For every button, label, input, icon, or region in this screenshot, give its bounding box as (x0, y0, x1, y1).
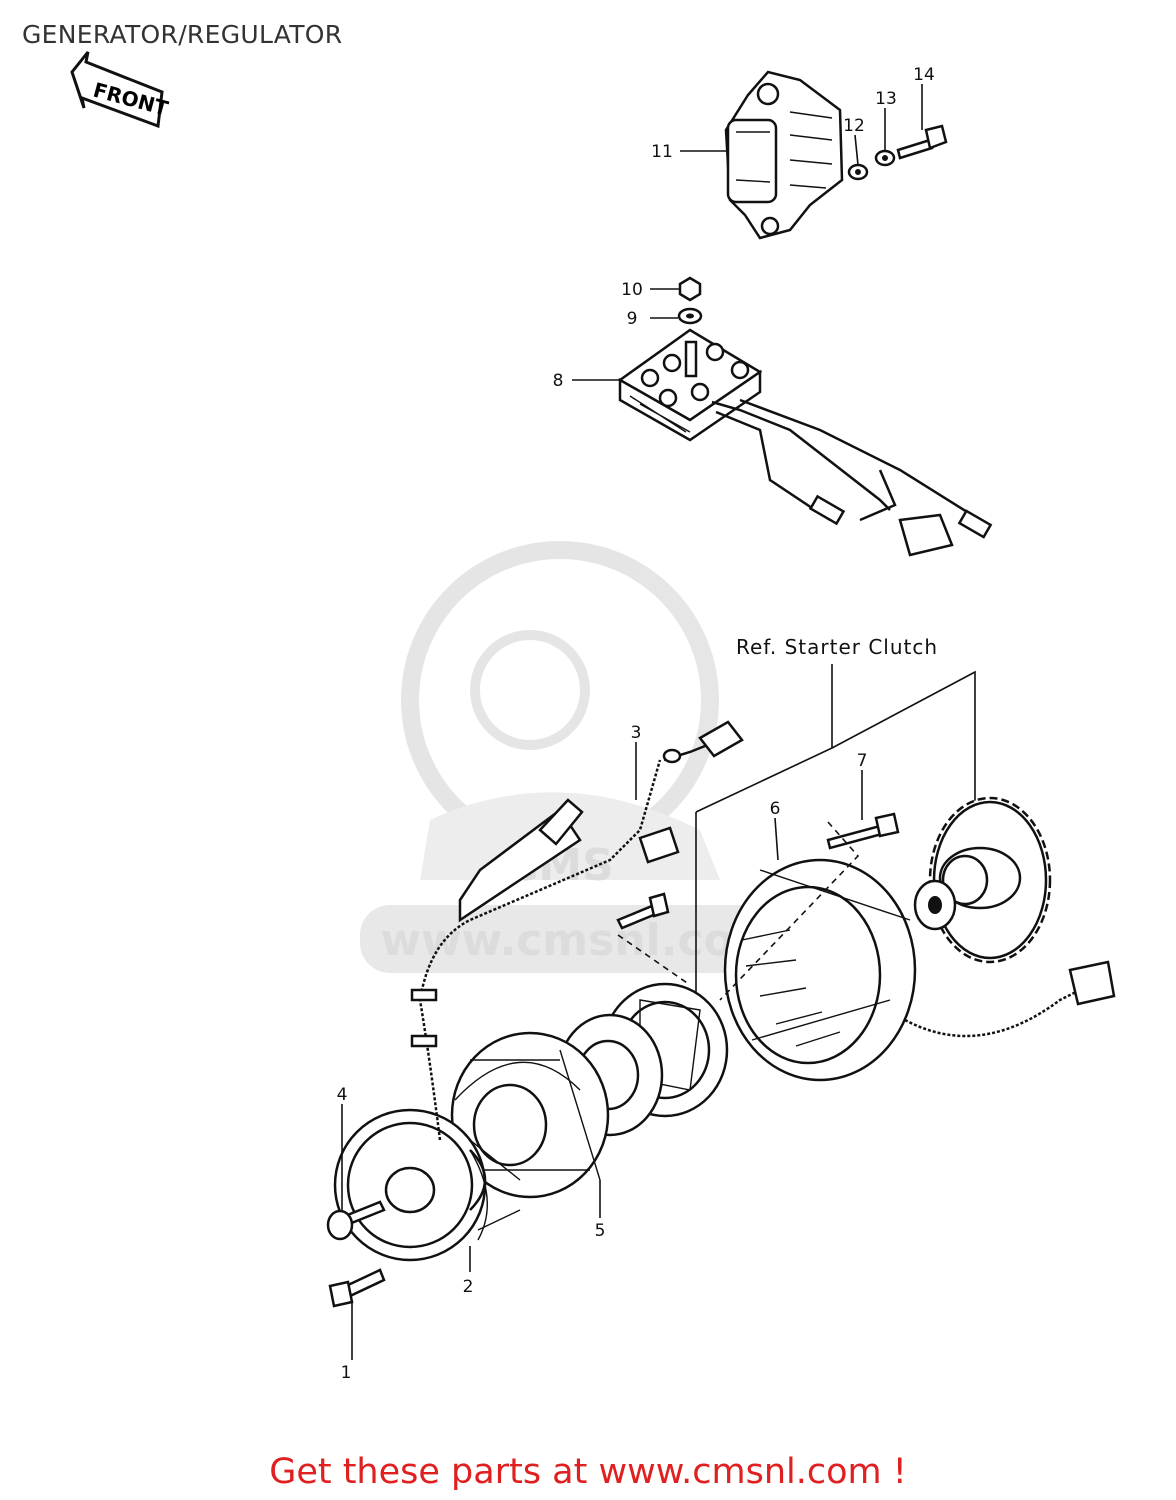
reference-label: Ref. Starter Clutch (736, 635, 938, 659)
page-title: GENERATOR/REGULATOR (22, 20, 343, 49)
watermark: CMS www.cmsnl.com (360, 541, 800, 973)
callout-14: 14 (913, 65, 935, 85)
callout-9: 9 (627, 309, 638, 329)
callout-4: 4 (337, 1085, 348, 1105)
callout-8: 8 (553, 371, 564, 391)
watermark-url: www.cmsnl.com (380, 915, 779, 966)
front-arrow-icon: FRONT (70, 51, 171, 129)
stator-part (723, 858, 1116, 1082)
leader-lines (341, 84, 923, 1360)
rectifier-part (617, 328, 993, 557)
callout-2: 2 (463, 1277, 474, 1297)
footer-link[interactable]: Get these parts at www.cmsnl.com ! (269, 1452, 907, 1492)
washer-12-part (847, 163, 869, 181)
regulator-part (724, 70, 844, 240)
bolt-7-part (719, 812, 900, 1001)
parts-diagram: CMS www.cmsnl.com FRONT (70, 51, 1116, 1383)
callout-3: 3 (631, 723, 642, 743)
callout-11: 11 (651, 142, 673, 162)
callout-6: 6 (770, 799, 781, 819)
callout-12: 12 (843, 116, 865, 136)
callout-5: 5 (595, 1221, 606, 1241)
nut-10-part (678, 276, 702, 302)
washer-13-part (874, 149, 896, 167)
harness-part (410, 720, 744, 1211)
bolt-1-part (328, 1268, 386, 1308)
callout-1: 1 (341, 1363, 352, 1383)
bolt-4-part (326, 1200, 386, 1241)
generator-housing-part (333, 1108, 521, 1262)
callout-13: 13 (875, 89, 897, 109)
screw-part (616, 892, 691, 986)
washer-9-part (677, 307, 703, 325)
starter-clutch-gear (913, 796, 1052, 964)
bolt-14-part (896, 124, 948, 160)
callout-7: 7 (857, 751, 868, 771)
callout-10: 10 (621, 280, 643, 300)
